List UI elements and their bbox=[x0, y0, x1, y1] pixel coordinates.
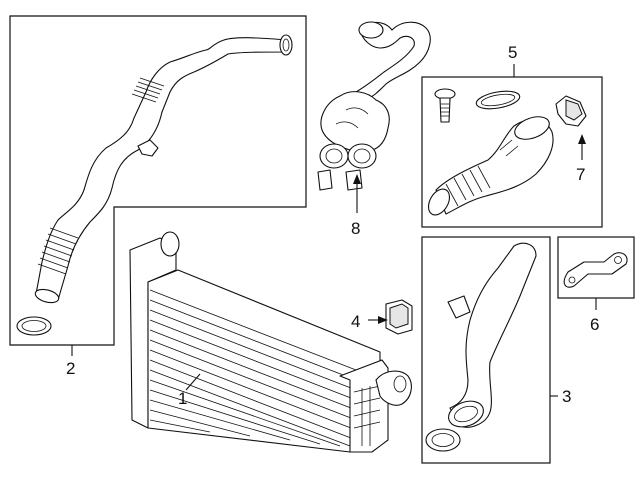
intercooler-fins bbox=[149, 289, 357, 447]
bellows-lower bbox=[37, 227, 79, 275]
bracket-hole-left bbox=[568, 276, 576, 284]
duct-bellows bbox=[445, 165, 491, 207]
pipe-clamp-tab bbox=[137, 139, 159, 157]
sensor-part-7 bbox=[555, 95, 587, 127]
callout-5: 5 bbox=[508, 43, 517, 62]
callout-7: 7 bbox=[576, 165, 585, 184]
charge-pipe-body bbox=[35, 37, 289, 301]
pipe-bracket bbox=[447, 295, 471, 319]
bolt-threads bbox=[441, 103, 449, 117]
intake-duct-part-5 bbox=[427, 116, 554, 216]
callout-4: 4 bbox=[351, 312, 360, 331]
intercooler-pipe-part-3 bbox=[425, 242, 537, 452]
seal-ring-inner bbox=[21, 320, 47, 332]
o-ring-outer bbox=[475, 90, 521, 110]
duct-end-right bbox=[514, 116, 550, 140]
grommet-part-4 bbox=[385, 299, 413, 335]
pipe-end-bottom bbox=[34, 288, 60, 304]
leader-1 bbox=[185, 373, 201, 391]
intercooler-inlet bbox=[160, 231, 180, 257]
arrow-8 bbox=[353, 174, 361, 184]
callout-2: 2 bbox=[66, 359, 75, 378]
callout-6: 6 bbox=[590, 315, 599, 334]
hose-assembly-part-8 bbox=[317, 21, 431, 191]
seal-ring-part-2 bbox=[16, 316, 52, 336]
frame-part-5 bbox=[421, 76, 603, 228]
pipe-body bbox=[449, 242, 537, 428]
bellows-upper bbox=[131, 77, 165, 103]
callout-3: 3 bbox=[562, 387, 571, 406]
pipe-end-bottom-3-inner bbox=[454, 405, 478, 423]
charge-pipe-upper bbox=[16, 34, 293, 336]
bracket-body bbox=[563, 252, 628, 288]
intercooler-core bbox=[147, 269, 381, 453]
hose-port-right bbox=[347, 143, 377, 169]
bracket-hole-right bbox=[614, 256, 622, 264]
sensor-face bbox=[565, 99, 583, 121]
callout-8: 8 bbox=[351, 219, 360, 238]
seal-ring-part-3 bbox=[425, 428, 461, 452]
pipe-end-top-inner bbox=[282, 38, 290, 52]
outlet-inner bbox=[393, 375, 407, 393]
hose-port-right-inner bbox=[353, 148, 371, 164]
hose-detail-lines bbox=[335, 107, 369, 129]
hose-clip-left bbox=[317, 169, 333, 191]
frame-part-2 bbox=[9, 15, 307, 346]
grommet-face bbox=[389, 303, 409, 329]
tank-right-grid bbox=[353, 385, 381, 446]
pipe-end-top bbox=[279, 34, 293, 56]
duct-detail bbox=[499, 139, 519, 157]
bracket-part-6 bbox=[563, 252, 628, 288]
hose-junction bbox=[320, 91, 390, 151]
duct-body bbox=[435, 119, 554, 215]
hose-port-left bbox=[319, 143, 349, 169]
seal-ring-part-3-inner bbox=[431, 433, 455, 447]
bolt-part bbox=[434, 88, 456, 123]
hose-end-top bbox=[358, 21, 384, 39]
intercooler bbox=[129, 231, 412, 453]
o-ring-part-5 bbox=[475, 90, 521, 110]
arrow-4 bbox=[378, 316, 388, 324]
arrow-7 bbox=[578, 134, 586, 144]
intercooler-tank-right bbox=[339, 359, 389, 453]
hose-clip-right bbox=[345, 169, 363, 191]
frame-part-3 bbox=[421, 236, 551, 464]
o-ring-inner bbox=[480, 93, 516, 107]
hose-port-left-inner bbox=[325, 148, 343, 164]
bolt-shank bbox=[439, 97, 451, 123]
callout-1: 1 bbox=[178, 389, 187, 408]
intercooler-outlet bbox=[375, 370, 412, 406]
duct-end-left bbox=[427, 188, 451, 216]
